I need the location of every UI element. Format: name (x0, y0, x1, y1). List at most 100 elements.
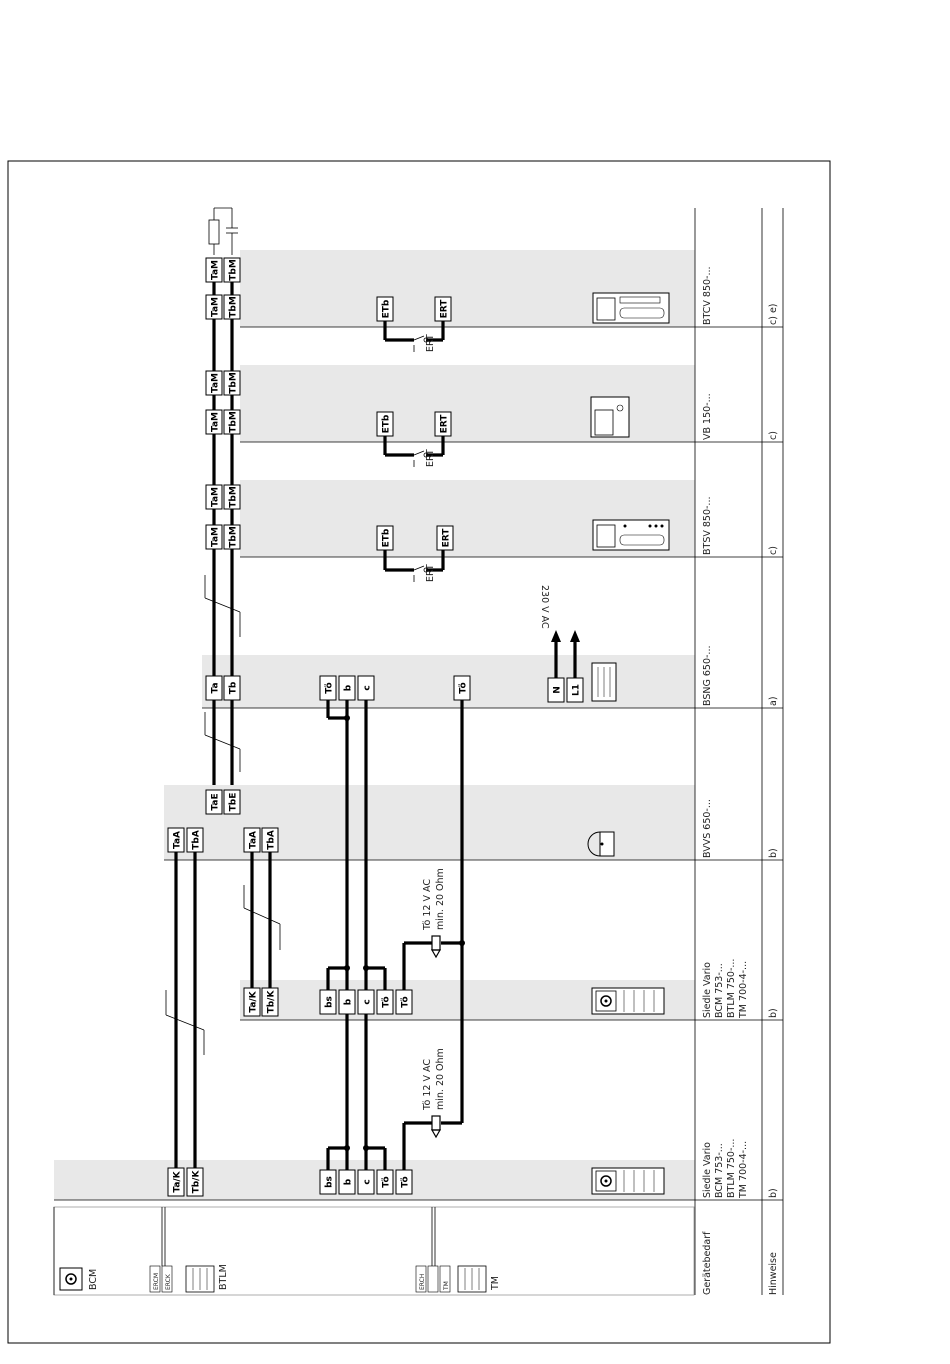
terminal-label: Ta/K (173, 1170, 183, 1192)
terminal-bsng-5: Tö (453, 675, 471, 701)
legend-small-tm: TM (443, 1281, 450, 1291)
terminal-vario1-1: Tb/K (186, 1167, 204, 1197)
terminal-vb-3: TbM (223, 370, 241, 396)
terminal-btsv-1: TbM (223, 524, 241, 550)
terminal-label: Ta/K (249, 990, 259, 1012)
to-b-label-line2: min. 20 Ohm (435, 1048, 446, 1110)
terminal-label: ERT (442, 528, 452, 548)
terminal-label: ERT (440, 299, 450, 319)
terminal-label: TaE (211, 793, 221, 810)
terminal-vb-0: TaM (205, 409, 223, 435)
terminal-vario1-5: Tö (376, 1169, 394, 1195)
terminal-label: Ta (211, 682, 221, 693)
terminal-label: TaM (211, 527, 221, 547)
terminal-label: TbM (229, 486, 239, 508)
device-vario2-line-2: BTLM 750-... (726, 959, 737, 1018)
terminal-vario2-6: Tö (395, 989, 413, 1015)
terminal-label: Tö (459, 682, 469, 693)
legend-small-erch: ERCH (419, 1274, 426, 1290)
ert-switches (413, 335, 429, 582)
terminal-vario2-3: b (338, 989, 356, 1015)
terminal-vb-1: TbM (223, 409, 241, 435)
terminal-label: Tö (401, 1176, 411, 1187)
terminal-bsng-1: Tb (223, 675, 241, 701)
legend-area (53, 1206, 695, 1296)
terminal-label: ETb (382, 528, 392, 547)
terminal-label: TaM (211, 260, 221, 280)
terminal-label: ETb (382, 299, 392, 318)
vb-device-icon (590, 396, 630, 438)
geraetebedarf-header: Gerätebedarf (702, 1231, 713, 1295)
terminal-btsv-5: ERT (436, 525, 454, 551)
device-vario1-line-1: BCM 753-... (714, 1143, 725, 1198)
note-vario2: b) (768, 1008, 779, 1018)
terminal-bvvs-4: TaA (243, 827, 261, 853)
bsng-device-icon (591, 662, 617, 702)
legend-small-erck: ERCK (165, 1273, 172, 1290)
terminal-bsng-0: Ta (205, 675, 223, 701)
terminal-label: TbA (192, 830, 202, 850)
ert-label-btsv: ERT (425, 564, 436, 582)
note-btsv: c) (768, 546, 779, 555)
terminal-btsv-4: ETb (376, 525, 394, 551)
terminal-label: Tö (382, 996, 392, 1007)
device-vb-line-0: VB 150-... (702, 393, 713, 440)
terminal-btcv-5: ERT (434, 296, 452, 322)
terminal-label: TbA (267, 830, 277, 850)
btsv-device-icon (592, 519, 670, 551)
device-bsng-line-0: BSNG 650-... (702, 646, 713, 707)
terminal-label: Tb/K (192, 1170, 202, 1194)
terminal-bsng-6: N (547, 677, 565, 703)
terminal-label: TbM (229, 372, 239, 394)
arrow-l1 (570, 630, 580, 642)
terminal-label: TaM (211, 297, 221, 317)
terminal-label: c (363, 685, 373, 690)
note-vario1: b) (768, 1188, 779, 1198)
arrow-n (551, 630, 561, 642)
terminal-label: Tb/K (267, 990, 277, 1014)
terminal-label: TaA (173, 831, 183, 849)
device-vario2-line-1: BCM 753-... (714, 963, 725, 1018)
terminal-label: ETb (382, 414, 392, 433)
terminal-vario2-4: c (357, 989, 375, 1015)
terminal-vb-4: ETb (376, 411, 394, 437)
terminal-label: bs (325, 1176, 335, 1188)
rotated-labels: ERT ERT ERT 230 V AC Tö 12 V AC min. 20 … (88, 334, 779, 1295)
terminal-label: c (363, 999, 373, 1004)
device-vario1-line-2: BTLM 750-... (726, 1139, 737, 1198)
terminal-vario1-2: bs (319, 1169, 337, 1195)
cable-markers (165, 575, 281, 1055)
terminal-bvvs-0: TaE (205, 789, 223, 815)
terminal-btcv-0: TaM (205, 294, 223, 320)
terminal-bsng-4: c (357, 675, 375, 701)
to-a-label-line1: Tö 12 V AC (422, 879, 433, 931)
terminal-btcv-2: TaM (205, 257, 223, 283)
device-btcv-line-0: BTCV 850-... (702, 266, 713, 325)
vario2-device-icon (591, 987, 665, 1015)
terminal-label: TbM (229, 411, 239, 433)
terminal-label: L1 (572, 684, 582, 696)
note-btcv: c) e) (768, 303, 779, 325)
terminal-vario2-5: Tö (376, 989, 394, 1015)
terminal-label: b (344, 1178, 354, 1185)
ert-label-btcv: ERT (425, 334, 436, 352)
terminal-vario1-6: Tö (395, 1169, 413, 1195)
note-bsng: a) (768, 696, 779, 706)
terminal-bsng-2: Tö (319, 675, 337, 701)
terminal-label: c (363, 1179, 373, 1184)
legend-tm-label: TM (490, 1276, 501, 1291)
terminal-label: ERT (440, 414, 450, 434)
to-b-label-line1: Tö 12 V AC (422, 1059, 433, 1111)
device-row-text: BTCV 850-...c) e)VB 150-...c)BTSV 850-..… (702, 266, 779, 1199)
terminal-label: TbM (229, 296, 239, 318)
device-icons (587, 292, 670, 1195)
column-dividers (54, 208, 784, 1295)
terminal-label: TbM (229, 259, 239, 281)
terminal-vario2-1: Tb/K (261, 987, 279, 1017)
terminal-bvvs-3: TbA (186, 827, 204, 853)
terminal-label: Tö (401, 996, 411, 1007)
terminal-label: TaA (249, 831, 259, 849)
terminal-btsv-2: TaM (205, 484, 223, 510)
ert-label-vb: ERT (425, 449, 436, 467)
